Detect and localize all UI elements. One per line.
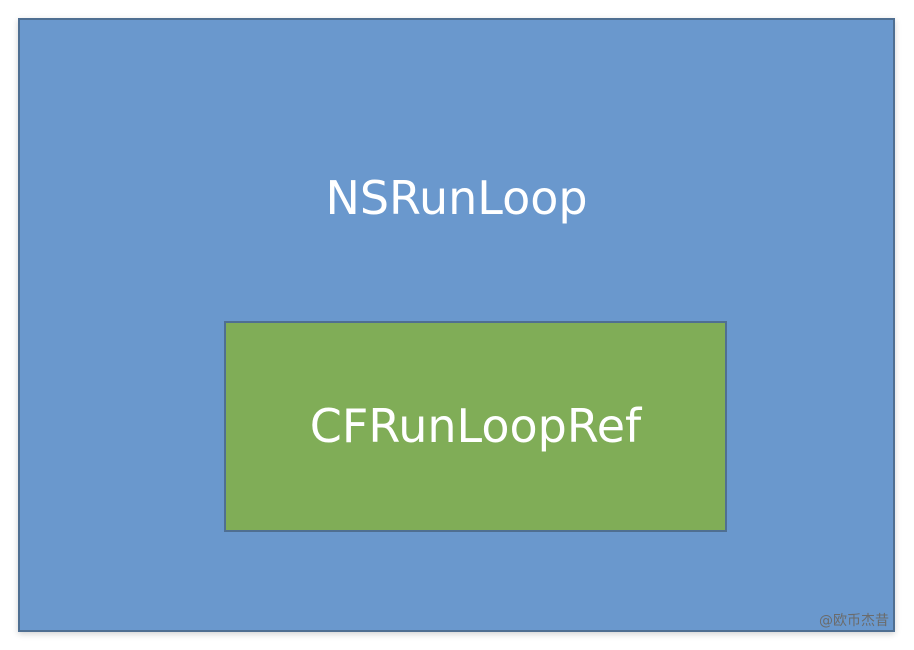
watermark: @欧币杰昔 [819, 613, 889, 629]
cfrunloopref-label: CFRunLoopRef [309, 399, 642, 453]
cfrunloopref-box: CFRunLoopRef [224, 321, 727, 532]
nsrunloop-box: NSRunLoop CFRunLoopRef @欧币杰昔 [18, 18, 895, 632]
nsrunloop-label: NSRunLoop [325, 171, 588, 225]
